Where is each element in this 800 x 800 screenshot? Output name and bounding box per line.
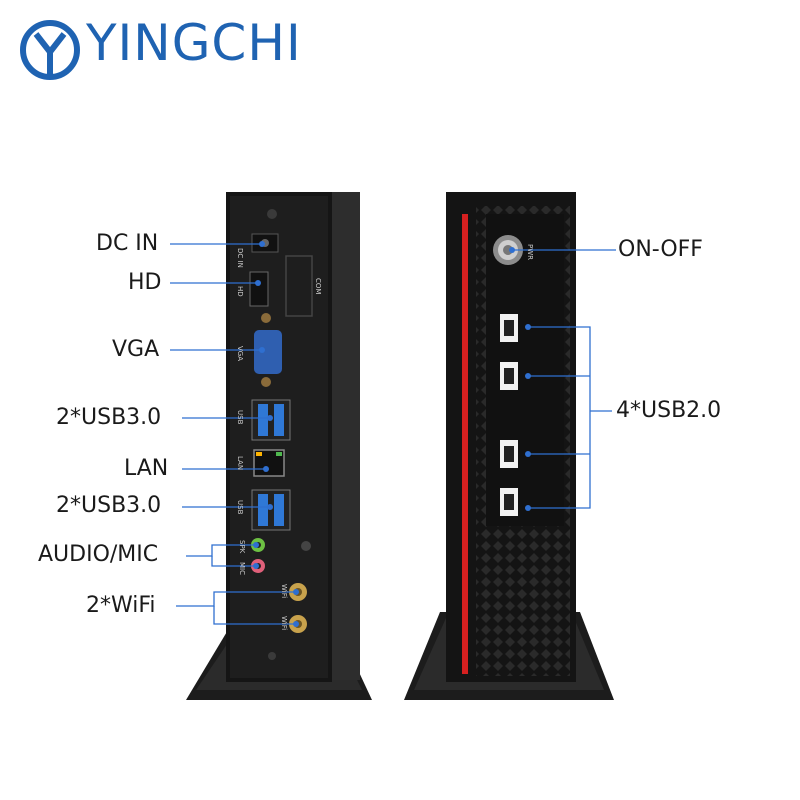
label-vga: VGA (112, 337, 160, 362)
front-unit (404, 192, 614, 700)
label-hd: HD (128, 270, 162, 295)
label-usb2: 4*USB2.0 (616, 398, 722, 423)
port-mark-vga: VGA (236, 346, 244, 361)
port-mark-wifi-b: WiFi (280, 616, 288, 630)
port-mark-dc: DC IN (236, 248, 244, 268)
port-mark-usb-a: USB (236, 410, 244, 425)
port-mark-usb-b: USB (236, 500, 244, 515)
brand-name: YINGCHI (86, 14, 302, 72)
yingchi-logo-icon (20, 20, 80, 80)
port-mark-lan: LAN (236, 456, 244, 470)
label-lan: LAN (124, 456, 169, 481)
port-mark-pwr: PWR (526, 244, 534, 260)
label-audio-mic: AUDIO/MIC (38, 542, 159, 567)
port-mark-com: COM (314, 278, 322, 294)
port-mark-hd: HD (236, 286, 244, 297)
label-wifi: 2*WiFi (86, 593, 156, 618)
port-mark-mic: MIC (238, 562, 246, 575)
label-on-off: ON-OFF (618, 237, 703, 262)
label-usb3-bottom: 2*USB3.0 (56, 493, 162, 518)
callout-lines (170, 243, 616, 625)
rear-unit (186, 192, 372, 700)
callout-dots (253, 241, 531, 627)
label-dc-in: DC IN (96, 231, 159, 256)
label-usb3-top: 2*USB3.0 (56, 405, 162, 430)
port-mark-wifi-a: WiFi (280, 584, 288, 598)
port-mark-spk: SPK (238, 540, 246, 554)
